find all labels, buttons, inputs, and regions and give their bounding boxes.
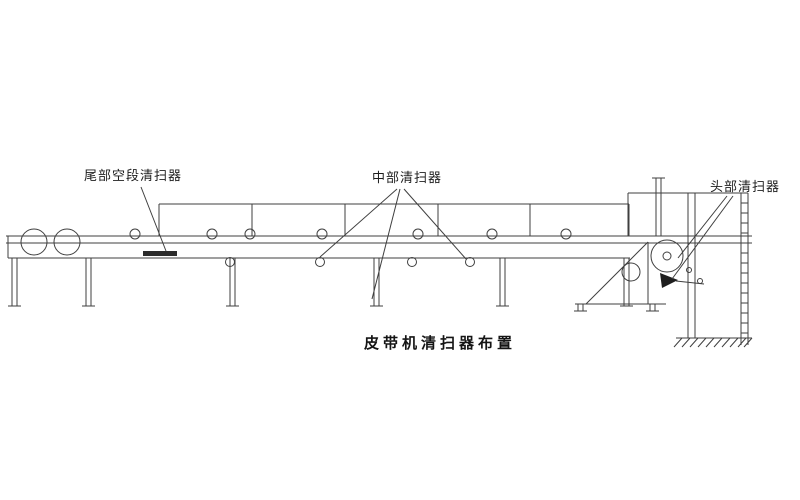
middle-cleaner-leader-lines	[319, 188, 467, 300]
snub-pulley	[621, 262, 641, 282]
label-head-cleaner: 头部清扫器	[710, 179, 781, 194]
ground-hatching	[673, 337, 753, 348]
head-mast	[652, 177, 665, 236]
bolt	[697, 278, 703, 284]
return-idlers	[225, 257, 475, 267]
head-pulley	[650, 239, 684, 273]
carrying-idlers	[129, 228, 572, 240]
tail-cleaner-leader-line	[140, 186, 167, 252]
head-cleaner-blade	[660, 273, 678, 288]
tail-pulleys	[20, 228, 81, 256]
head-support-triangle	[574, 241, 666, 312]
support-legs	[8, 258, 633, 307]
diagram-caption: 皮带机清扫器布置	[363, 335, 516, 352]
tail-cleaner	[140, 186, 177, 256]
head-assembly	[574, 177, 753, 348]
head-pulley-hub	[662, 251, 672, 261]
label-tail-cleaner: 尾部空段清扫器	[84, 168, 183, 183]
ladder-ticks	[741, 202, 748, 334]
label-middle-cleaner: 中部清扫器	[372, 170, 443, 185]
bolt	[686, 267, 692, 273]
head-cleaner-leader-lines	[671, 195, 734, 280]
